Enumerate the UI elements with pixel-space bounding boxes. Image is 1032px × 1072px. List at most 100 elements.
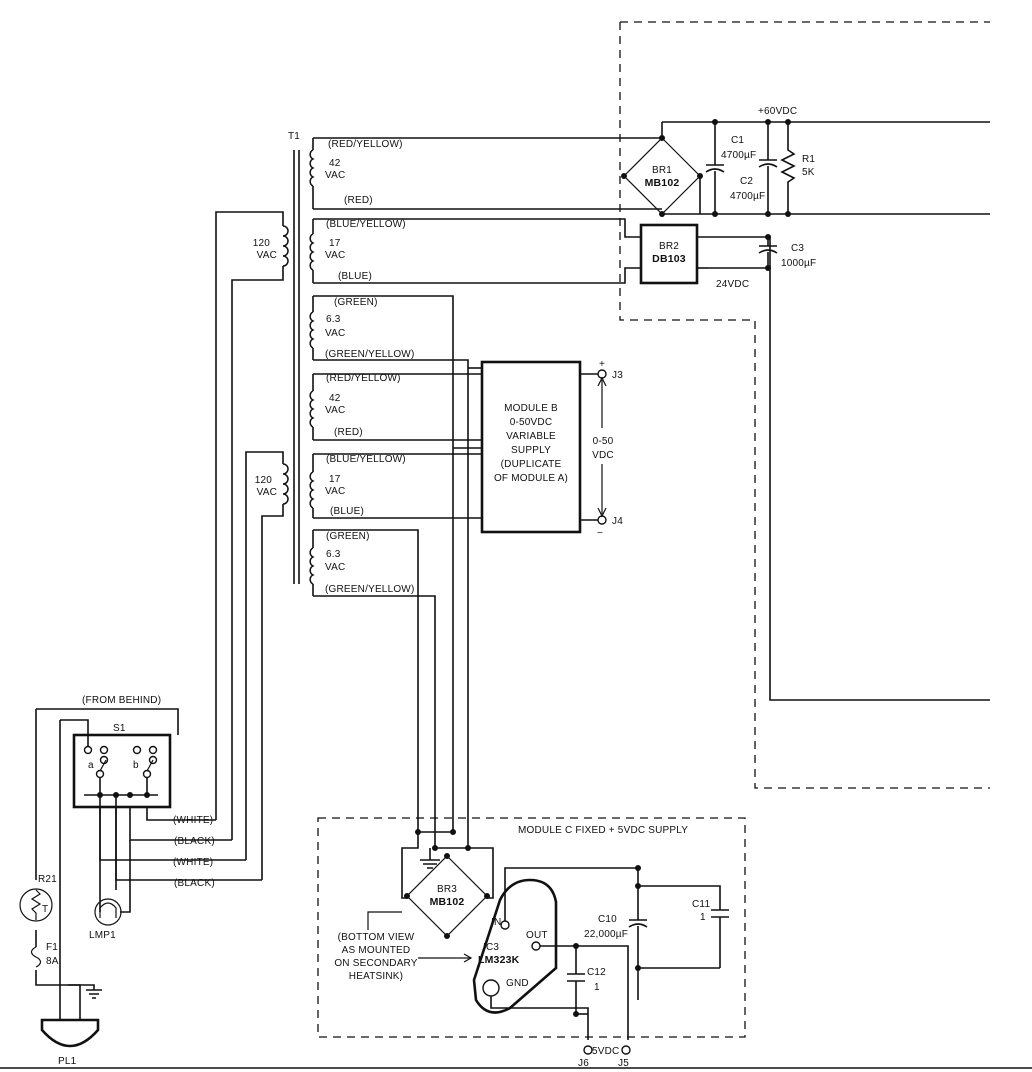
- winding-4-labels: (RED/YELLOW) 42 VAC (RED): [325, 373, 401, 438]
- module-c-boundary: [317, 817, 746, 1038]
- rail-24vdc-label: 24VDC: [716, 279, 749, 290]
- w3-top: (GREEN): [334, 297, 378, 308]
- module-b-outputs: [580, 369, 607, 525]
- w4-v: 42: [329, 393, 341, 404]
- w6-top: (GREEN): [326, 531, 370, 542]
- ic3-out: OUT: [526, 930, 548, 941]
- mains-wiring: [35, 708, 179, 1020]
- winding-3-wires: [313, 295, 469, 848]
- w5-v: 17: [329, 474, 341, 485]
- w5-unit: VAC: [325, 486, 345, 497]
- c11-value: 1: [700, 912, 706, 923]
- switch-contacts: [83, 745, 158, 798]
- lamp-lmp1: [94, 898, 122, 926]
- switch-caption: (FROM BEHIND): [82, 695, 161, 706]
- w1-bottom: (RED): [344, 195, 373, 206]
- module-a-boundary: [619, 21, 990, 789]
- module-c-title: MODULE C FIXED + 5VDC SUPPLY: [518, 825, 688, 836]
- winding-2-wires: [313, 218, 641, 284]
- j4-label: J4: [612, 516, 623, 527]
- wire-label-black-1: (BLACK): [174, 836, 215, 847]
- switch-pole-a: a: [88, 760, 94, 771]
- w4-top: (RED/YELLOW): [326, 373, 401, 384]
- module-b-line-1: MODULE B: [504, 403, 558, 414]
- module-b-line-2: 0-50VDC: [510, 417, 553, 428]
- module-b-range: 0-50: [593, 436, 614, 447]
- w5-bottom: (BLUE): [330, 506, 364, 517]
- module-c-outputs: [583, 1045, 631, 1055]
- wire-label-black-2: (BLACK): [174, 878, 215, 889]
- c10-value: 22,000µF: [584, 929, 628, 940]
- primary-coil-upper: [282, 225, 289, 267]
- w6-v: 6.3: [326, 549, 341, 560]
- c1-ref: C1: [731, 135, 744, 146]
- j3-plus: +: [599, 359, 605, 370]
- br2-part: DB103: [652, 253, 686, 265]
- j5-label: J5: [618, 1058, 629, 1069]
- rail-60vdc-label: +60VDC: [758, 106, 797, 117]
- fuse-rating: 8A: [46, 956, 59, 967]
- br3-ref: BR3: [437, 884, 457, 895]
- c12-capacitor: [567, 943, 639, 1017]
- ic3-in: IN: [491, 917, 501, 928]
- primary-voltage-upper: 120: [253, 238, 271, 249]
- w6-bottom: (GREEN/YELLOW): [325, 584, 414, 595]
- c3-ref: C3: [791, 243, 804, 254]
- thermistor-r21: [19, 888, 53, 922]
- c3-value: 1000µF: [781, 258, 816, 269]
- j4-minus: −: [597, 528, 603, 539]
- note-line-2: AS MOUNTED: [342, 945, 411, 956]
- winding-6-labels: (GREEN) 6.3 VAC (GREEN/YELLOW): [325, 531, 414, 595]
- br1-ref: BR1: [652, 165, 672, 176]
- ic3-ref: IC3: [483, 942, 499, 953]
- secondary-coils: [309, 149, 315, 585]
- module-a-rails: [662, 121, 990, 701]
- r1-resistor: [780, 119, 796, 217]
- c10-capacitor: [628, 865, 729, 971]
- out-5vdc: 5VDC: [592, 1046, 619, 1057]
- module-b-range-unit: VDC: [592, 450, 614, 461]
- winding-1-wires: [313, 137, 662, 210]
- w3-unit: VAC: [325, 328, 345, 339]
- c2-capacitor: [758, 119, 778, 217]
- w5-top: (BLUE/YELLOW): [326, 454, 406, 465]
- w2-bottom: (BLUE): [338, 271, 372, 282]
- w2-v: 17: [329, 238, 341, 249]
- c1-capacitor: [705, 119, 725, 217]
- transformer-core: [293, 150, 300, 584]
- w4-unit: VAC: [325, 405, 345, 416]
- w1-v: 42: [329, 158, 341, 169]
- br1-part: MB102: [645, 177, 680, 189]
- plug-pl1: [40, 1018, 100, 1048]
- module-b-feed-wires: [313, 367, 482, 519]
- j6-label: J6: [578, 1058, 589, 1069]
- module-b-line-3: VARIABLE: [506, 431, 556, 442]
- transformer-ref: T1: [288, 131, 300, 142]
- lamp-ref: LMP1: [89, 930, 116, 941]
- w2-unit: VAC: [325, 250, 345, 261]
- winding-3-labels: (GREEN) 6.3 VAC (GREEN/YELLOW): [325, 297, 414, 360]
- c11-ref: C11: [692, 899, 710, 910]
- module-c-feed: [401, 829, 494, 899]
- c1-value: 4700µF: [721, 150, 756, 161]
- switch-ref: S1: [113, 723, 126, 734]
- br2-bridge: [639, 223, 699, 285]
- w6-unit: VAC: [325, 562, 345, 573]
- br3-bridge: [404, 853, 490, 939]
- plug-ref: PL1: [58, 1056, 77, 1067]
- ic3-regulator: [472, 867, 638, 1040]
- w3-v: 6.3: [326, 314, 341, 325]
- fuse-ref: F1: [46, 942, 58, 953]
- wire-label-white-1: (WHITE): [173, 815, 213, 826]
- ic3-part: LM323K: [478, 954, 520, 966]
- switch-pole-b: b: [133, 760, 139, 771]
- winding-5-labels: (BLUE/YELLOW) 17 VAC (BLUE): [325, 454, 406, 517]
- c12-ref: C12: [587, 967, 606, 978]
- w4-bottom: (RED): [334, 427, 363, 438]
- thermistor-t: T: [42, 904, 48, 915]
- fuse-f1: [30, 946, 42, 968]
- c10-ref: C10: [598, 914, 617, 925]
- primary-voltage-lower: 120: [255, 475, 273, 486]
- winding-6-wires: [313, 529, 436, 848]
